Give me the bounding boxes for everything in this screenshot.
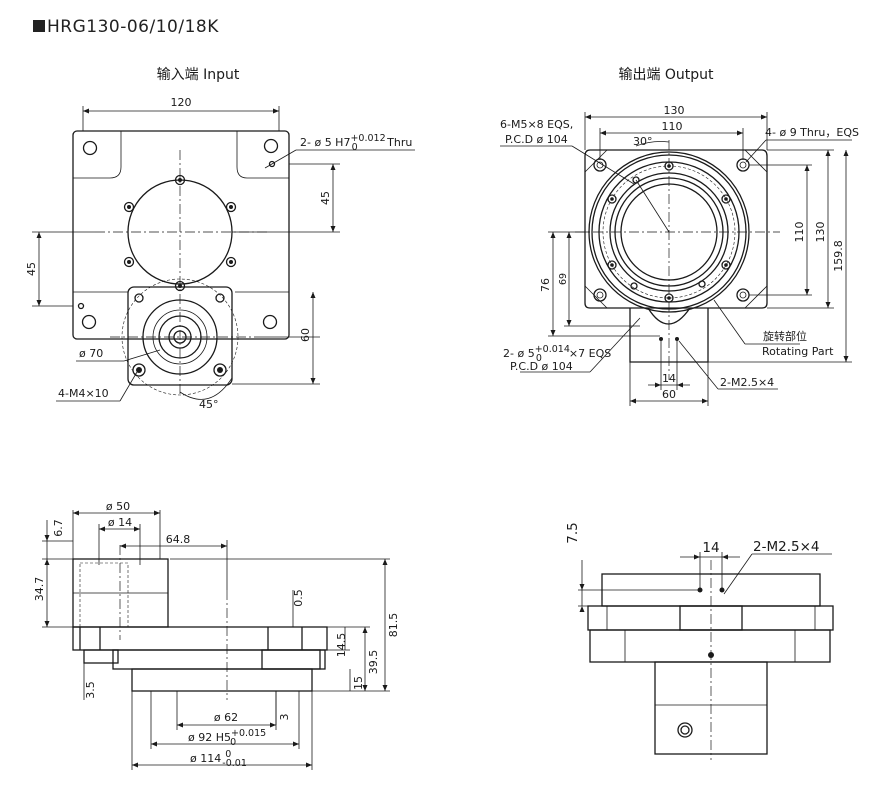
dim-0-5: 0.5 — [292, 589, 305, 607]
dim-3: 3 — [278, 714, 291, 721]
dim-64-8: 64.8 — [166, 533, 191, 546]
dim-6-7: 6.7 — [52, 519, 65, 537]
side-flange-plate — [72, 626, 328, 651]
title-text: HRG130-06/10/18K — [47, 17, 219, 37]
rotating-en: Rotating Part — [762, 345, 834, 358]
corner-hole-bl — [81, 314, 97, 330]
dim-110-top: 110 — [662, 120, 683, 133]
input-flange — [72, 130, 290, 340]
side-housing — [112, 649, 326, 670]
input-view: 输入端 Input — [25, 67, 415, 411]
dim-76: 76 — [539, 278, 552, 292]
dim-14-right: 14 — [702, 540, 719, 556]
corner-hole-tr — [263, 138, 279, 154]
dim-120: 120 — [171, 96, 192, 109]
dim-angle-45: 45° — [199, 398, 219, 411]
dim-45-right: 45 — [319, 191, 332, 205]
dim-60-bottom: 60 — [662, 388, 676, 401]
dim-81-5: 81.5 — [387, 613, 400, 638]
dim-dia70: ø 70 — [79, 347, 103, 360]
thread-note: 6-M5×8 EQS, — [500, 118, 573, 131]
dim-bolts: 4-M4×10 — [58, 387, 109, 400]
side-view: ø 50 ø 14 64.8 6.7 34.7 0.5 81.5 3 — [33, 500, 400, 770]
dim-m25-top: 2-M2.5×4 — [720, 376, 774, 389]
pin-hole-bl — [77, 302, 85, 310]
dim-110-right: 110 — [793, 222, 806, 243]
dim-d14: ø 14 — [108, 516, 132, 529]
dim-14-top: 14 — [662, 372, 676, 385]
corner-hole-tl — [82, 140, 98, 156]
side-view-right: 7.5 14 2-M2.5×4 — [565, 522, 834, 760]
drawing-title: HRG130-06/10/18K — [33, 17, 219, 37]
side-output-flange — [131, 668, 313, 692]
dim-d50: ø 50 — [106, 500, 130, 513]
dim-159-8: 159.8 — [832, 240, 845, 272]
thru-note: 4- ø 9 Thru，EQS — [765, 126, 859, 139]
pin-hole-tr — [268, 160, 276, 168]
corner-pad-tr — [236, 131, 289, 179]
dim-14-5: 14.5 — [335, 633, 348, 658]
rotating-cn: 旋转部位 — [763, 329, 807, 343]
input-heading: 输入端 Input — [157, 67, 240, 83]
dim-69: 69 — [558, 273, 569, 285]
dim-m25-right: 2-M2.5×4 — [753, 539, 819, 555]
output-view: 输出端 Output — [500, 67, 859, 406]
pcd-bottom: P.C.D ø 104 — [510, 360, 573, 373]
dim-d62: ø 62 — [214, 711, 238, 724]
dim-130-right: 130 — [814, 222, 827, 243]
dim-3-5: 3.5 — [84, 681, 97, 699]
dim-60: 60 — [299, 328, 312, 342]
output-heading: 输出端 Output — [618, 67, 714, 83]
dim-45-left: 45 — [25, 262, 38, 276]
right-flange — [587, 605, 834, 631]
dim-39-5: 39.5 — [367, 650, 380, 675]
dim-7-5: 7.5 — [565, 522, 581, 543]
dim-15: 15 — [352, 676, 365, 690]
dim-angle-30: 30° — [633, 135, 653, 148]
corner-hole-br — [262, 314, 278, 330]
corner-pad-tl — [73, 131, 122, 179]
pcd-top: P.C.D ø 104 — [505, 133, 568, 146]
dim-130-top: 130 — [664, 104, 685, 117]
dim-34-7: 34.7 — [33, 577, 46, 602]
